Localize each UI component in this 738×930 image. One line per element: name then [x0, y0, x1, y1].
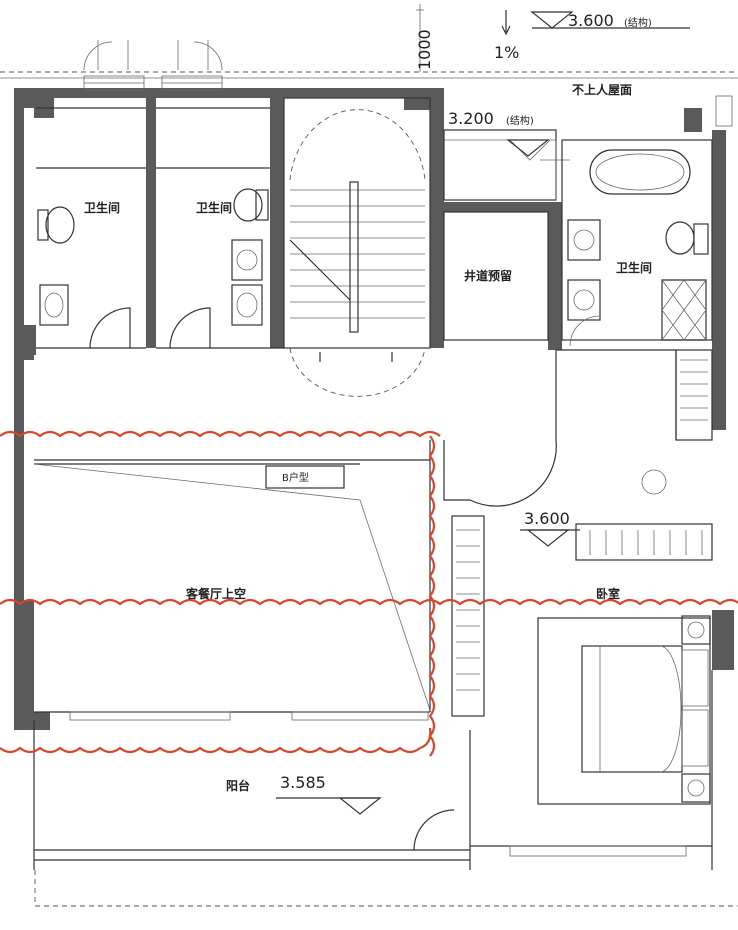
revision-clouds [0, 430, 738, 757]
elevation-top: 3.600 [568, 11, 614, 30]
elevation-balcony: 3.585 [280, 773, 326, 792]
bathroom-lines [36, 40, 284, 349]
wardrobes [443, 349, 713, 717]
outer-boundary [0, 71, 738, 907]
elevation-hall: 3.600 [524, 509, 570, 528]
dimension-label: 1000 [415, 29, 434, 70]
room-label-bath1: 卫生间 [84, 200, 120, 215]
elevation-roof-note: (结构) [506, 114, 534, 127]
room-label-bath3: 卫生间 [616, 260, 652, 275]
elevation-roof: 3.200 [448, 109, 494, 128]
upper-right [443, 95, 733, 347]
elevation-top-note: (结构) [624, 16, 652, 29]
bed [537, 615, 711, 805]
walls [14, 88, 734, 730]
staircase [283, 97, 431, 397]
elevation-markers [276, 4, 690, 815]
living-void [33, 440, 713, 870]
room-label-roof: 不上人屋面 [572, 82, 632, 97]
unit-tag-box [265, 465, 345, 489]
room-label-bath2: 卫生间 [196, 200, 232, 215]
room-label-balcony: 阳台 [226, 778, 250, 793]
room-label-void: 客餐厅上空 [185, 586, 246, 601]
unit-type-label: B户型 [282, 471, 309, 484]
slope-label: 1% [494, 43, 519, 62]
room-label-shaft: 井道预留 [464, 268, 512, 283]
room-label-bedroom: 卧室 [596, 586, 620, 601]
